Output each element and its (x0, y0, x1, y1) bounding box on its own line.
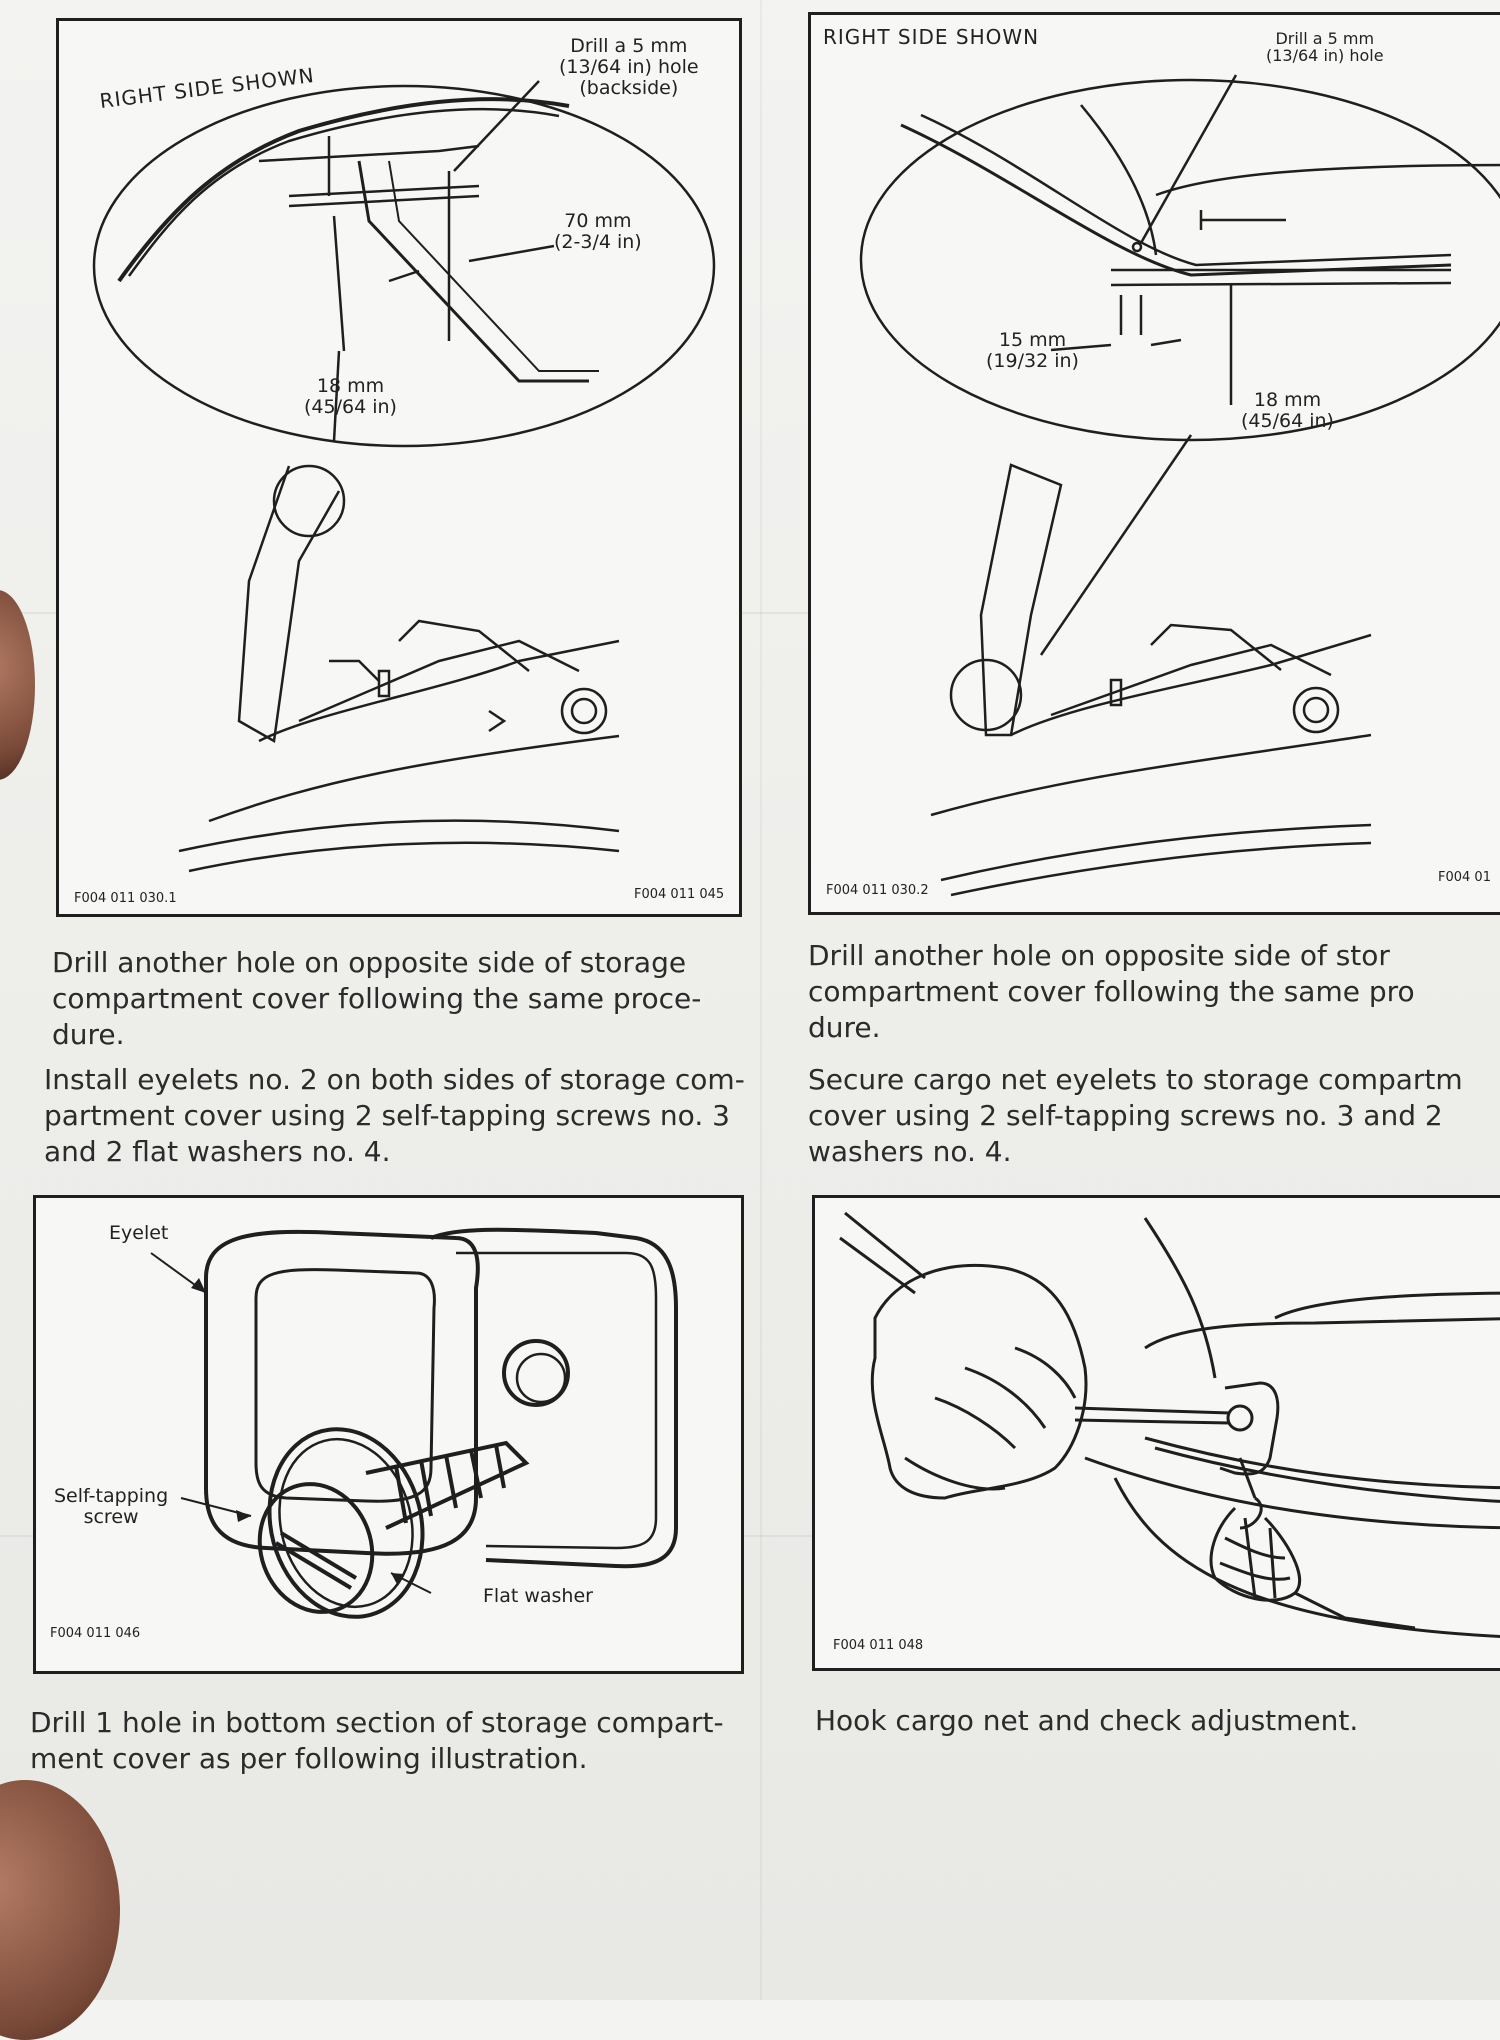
figure-code: F004 011 030.1 (74, 891, 177, 906)
instruction-paragraph: Secure cargo net eyelets to storage comp… (808, 1063, 1463, 1168)
paper-fold (0, 1535, 1500, 1537)
eyelet-label: Eyelet (109, 1222, 169, 1244)
drill-callout: Drill a 5 mm (13/64 in) hole (1266, 29, 1384, 65)
figure-code: F004 011 045 (634, 887, 725, 902)
figure-code: F004 011 048 (833, 1638, 924, 1653)
dimension-18mm-callout: 18 mm (45/64 in) (304, 375, 397, 418)
figure-code: F004 01 (1438, 870, 1491, 885)
dimension-18mm-callout: 18 mm (45/64 in) (1241, 389, 1334, 432)
instruction-paragraph: Hook cargo net and check adjustment. (815, 1704, 1359, 1737)
instruction-paragraph: Drill another hole on opposite side of s… (808, 939, 1415, 1044)
dimension-70mm-callout: 70 mm (2-3/4 in) (554, 210, 642, 253)
instruction-paragraph: Drill another hole on opposite side of s… (52, 946, 702, 1051)
instruction-paragraph: Drill 1 hole in bottom section of storag… (30, 1706, 724, 1775)
hand-screwdriver-illustration (839, 1211, 1500, 1638)
figure-panel-hook-cargo-net: F004 011 048 (812, 1195, 1500, 1671)
figure-code: F004 011 046 (50, 1626, 141, 1641)
flat-washer-label: Flat washer (483, 1585, 593, 1607)
holding-finger (0, 590, 35, 780)
figure-panel-drill-backside: RIGHT SIDE SHOWN Drill a 5 mm (13/64 in)… (56, 18, 742, 917)
figure-panel-eyelet-hardware: Eyelet Self-tapping screw Flat washer F0… (33, 1195, 744, 1674)
dimension-15mm-callout: 15 mm (19/32 in) (986, 329, 1079, 372)
view-header: RIGHT SIDE SHOWN (823, 25, 1040, 49)
paper-fold (760, 0, 762, 2000)
figure-code: F004 011 030.2 (826, 883, 929, 898)
drill-callout: Drill a 5 mm (13/64 in) hole (backside) (559, 35, 699, 99)
storage-cover-illustration (859, 74, 1500, 897)
figure-panel-drill-hole: RIGHT SIDE SHOWN Drill a 5 mm (13/64 in)… (808, 12, 1500, 915)
self-tapping-screw-label: Self-tapping screw (54, 1485, 169, 1528)
holding-thumb (0, 1780, 120, 2040)
instruction-paragraph: Install eyelets no. 2 on both sides of s… (44, 1063, 745, 1168)
storage-cover-illustration (92, 80, 716, 873)
eyelet-screw-washer-illustration (150, 1227, 678, 1619)
paper-fold (0, 612, 1500, 614)
